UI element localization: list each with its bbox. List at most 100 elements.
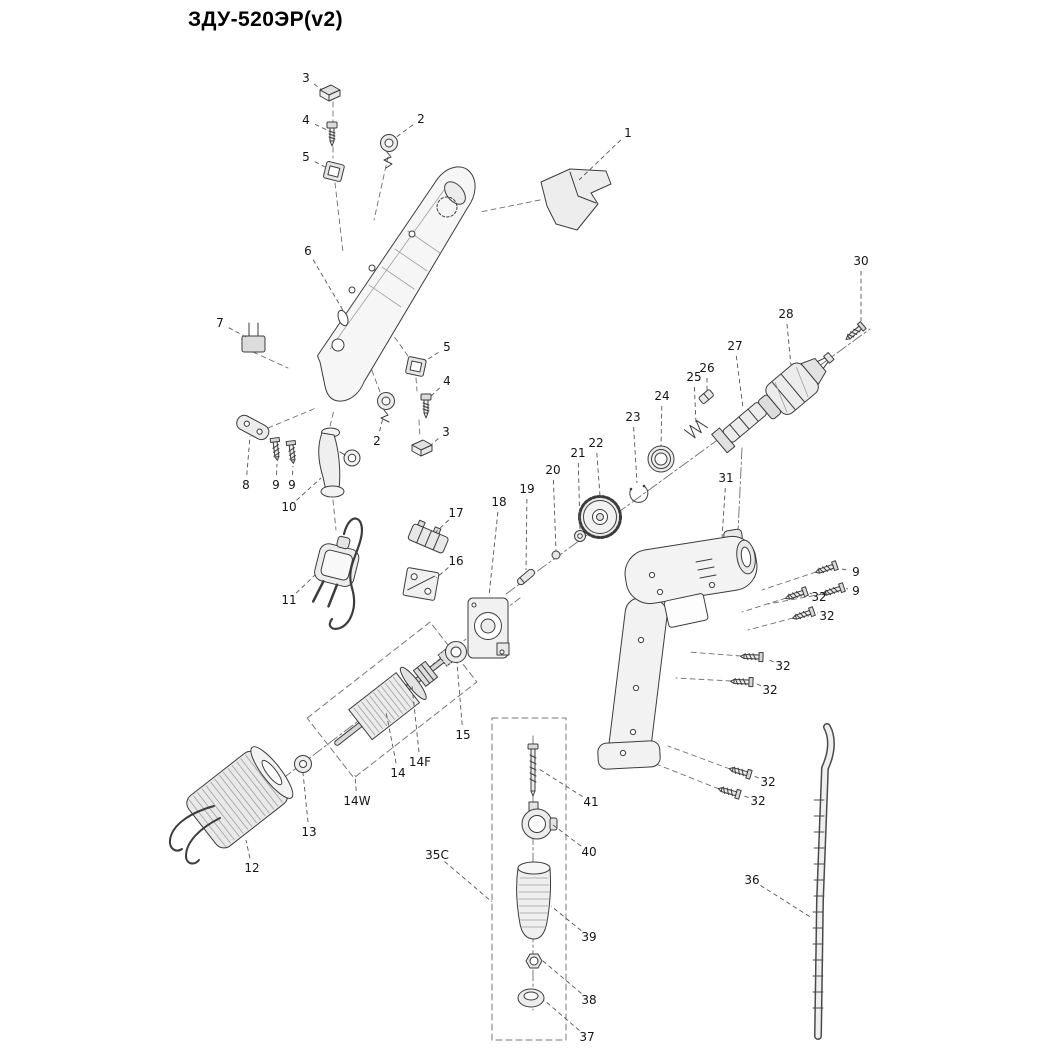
leader-line-11 <box>295 574 316 594</box>
part-label-32: 32 <box>762 683 777 697</box>
stator-wires <box>168 805 215 852</box>
part-label-19: 19 <box>519 482 534 496</box>
brush-holder-shape <box>405 356 427 377</box>
brush-holder-shape <box>323 160 345 182</box>
leader-line-32 <box>753 775 759 779</box>
power-plug-shape <box>311 517 364 630</box>
leader-line-17 <box>435 519 450 533</box>
part-label-9: 9 <box>288 478 296 492</box>
leader-line-4 <box>429 387 441 398</box>
part-label-32: 32 <box>811 590 826 604</box>
part-label-21: 21 <box>570 446 585 460</box>
leader-line-7 <box>228 327 247 338</box>
leader-lines <box>228 83 862 1031</box>
carbon-brush-shape <box>377 392 395 423</box>
leader-line-24 <box>660 405 663 447</box>
part-label-37: 37 <box>579 1030 594 1044</box>
part-label-38: 38 <box>581 993 596 1007</box>
bearing-shape <box>445 641 467 663</box>
screw-shape <box>790 606 816 624</box>
brush-cap-shape <box>319 84 341 102</box>
terminal-plate-shape <box>402 567 440 601</box>
leader-line-8 <box>246 435 251 476</box>
leader-line-9 <box>841 568 847 571</box>
part-label-36: 36 <box>744 873 759 887</box>
brush-screw-shape <box>326 121 338 147</box>
part-label-40: 40 <box>581 845 596 859</box>
hex-nut-shape <box>525 953 543 969</box>
part-label-28: 28 <box>778 307 793 321</box>
part-label-3: 3 <box>442 425 450 439</box>
carbon-brush-shape <box>380 134 398 169</box>
part-label-2: 2 <box>417 112 425 126</box>
part-label-9: 9 <box>272 478 280 492</box>
part-label-2: 2 <box>373 434 381 448</box>
leader-line-5 <box>314 161 326 168</box>
switch-block-shape <box>407 519 449 554</box>
part-label-13: 13 <box>301 825 316 839</box>
leader-line-3 <box>313 83 323 91</box>
leader-line-31 <box>721 487 726 539</box>
leader-line-36 <box>760 885 813 919</box>
handle-bolt-shape <box>527 743 539 797</box>
part-label-1: 1 <box>624 126 632 140</box>
part-label-32: 32 <box>819 609 834 623</box>
part-label-11: 11 <box>281 593 296 607</box>
handle-grip-shape <box>516 861 552 940</box>
leader-line-40 <box>552 824 582 847</box>
depth-rod-shape <box>812 723 835 1040</box>
leader-line-2 <box>394 124 414 139</box>
steel-ball-shape <box>551 550 561 560</box>
leader-line-2 <box>379 417 384 432</box>
part-label-4: 4 <box>302 113 310 127</box>
screw-shape <box>729 676 754 688</box>
part-label-35C: 35C <box>425 848 449 862</box>
part-label-9: 9 <box>852 584 860 598</box>
leader-line-4 <box>314 123 328 131</box>
cord-guard-shape <box>318 427 361 498</box>
leader-line-14F <box>411 685 420 753</box>
part-label-3: 3 <box>302 71 310 85</box>
screw-shape <box>285 439 299 465</box>
part-label-23: 23 <box>625 410 640 424</box>
part-label-30: 30 <box>853 254 868 268</box>
screw-shape <box>739 651 764 663</box>
part-label-14F: 14F <box>409 755 431 769</box>
part-label-25: 25 <box>686 370 701 384</box>
circlip-shape <box>629 485 649 503</box>
part-label-7: 7 <box>216 316 224 330</box>
leader-line-28 <box>786 323 792 367</box>
stator-shape <box>168 746 294 865</box>
leader-line-22 <box>596 452 601 497</box>
side-cover-shape <box>540 168 612 231</box>
leader-line-14 <box>385 711 397 764</box>
leader-line-32 <box>743 795 749 799</box>
leader-line-12 <box>245 839 251 859</box>
leader-line-23 <box>633 426 638 484</box>
part-label-5: 5 <box>302 150 310 164</box>
part-label-15: 15 <box>455 728 470 742</box>
leader-line-41 <box>538 768 583 797</box>
leader-line-3 <box>430 438 439 446</box>
screw-shape <box>727 763 753 780</box>
handle-cap-shape <box>517 988 545 1008</box>
spring-shape <box>683 419 708 439</box>
leader-line-6 <box>312 259 345 313</box>
leader-line-18 <box>488 511 499 597</box>
part-label-22: 22 <box>588 436 603 450</box>
part-label-9: 9 <box>852 565 860 579</box>
part-label-8: 8 <box>242 478 250 492</box>
nameplate-shape <box>663 593 709 628</box>
brush-screw-shape <box>420 393 432 419</box>
part-label-20: 20 <box>545 463 560 477</box>
part-label-10: 10 <box>281 500 296 514</box>
part-label-26: 26 <box>699 361 714 375</box>
armature-shape <box>306 621 478 779</box>
part-label-4: 4 <box>443 374 451 388</box>
leader-line-9 <box>276 463 278 476</box>
leader-line-27 <box>735 355 744 409</box>
part-label-24: 24 <box>654 389 669 403</box>
leader-line-32 <box>766 658 774 663</box>
leader-line-1 <box>578 139 622 181</box>
